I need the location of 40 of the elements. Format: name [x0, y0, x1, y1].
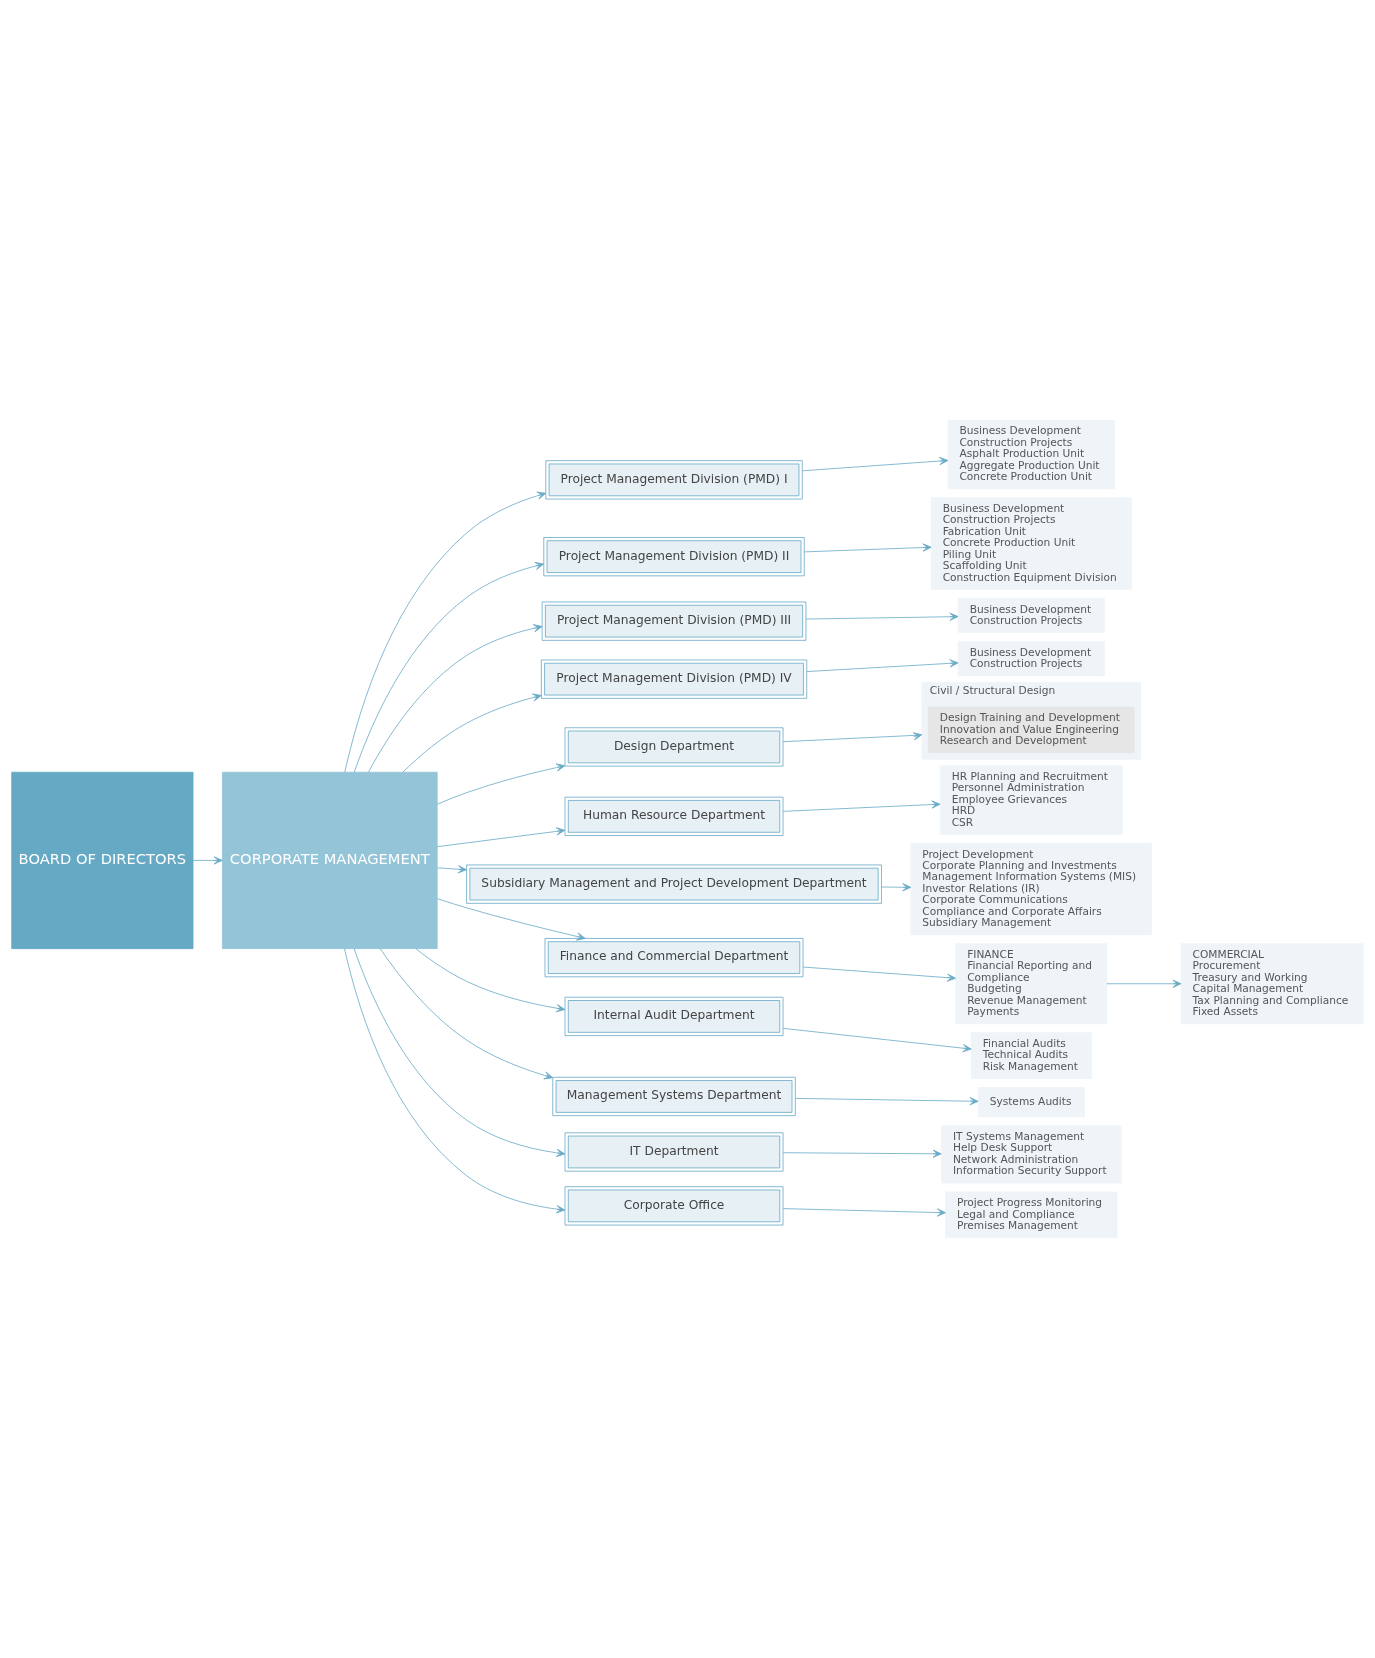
- arrow: [806, 659, 959, 672]
- arrow: [437, 898, 586, 941]
- arrow: [881, 883, 912, 892]
- arrow: [782, 732, 923, 743]
- arrow: [782, 1027, 972, 1053]
- arrow: [368, 624, 543, 773]
- node-box: Business Development Construction Projects Fabrication Unit Concrete Production Unit Piling Unit Scaffolding Unit Construction Equipment Division: [930, 497, 1132, 590]
- arrow: [805, 612, 959, 621]
- arrow: [344, 491, 547, 773]
- arrow: [1106, 979, 1182, 988]
- node-box: Business Development Construction Projects: [957, 641, 1105, 677]
- arrow: [795, 1097, 979, 1106]
- node-box: IT Systems Management Help Desk Support Network Administration Information Security Support: [941, 1125, 1122, 1184]
- arrow: [192, 856, 223, 865]
- node-box: HR Planning and Recruitment Personnel Administration Employee Grievances HRD CSR: [939, 765, 1123, 835]
- arrow: [782, 1208, 946, 1217]
- arrow: [415, 948, 566, 1013]
- arrow: [802, 456, 949, 472]
- arrow: [353, 562, 545, 773]
- arrow: [802, 966, 956, 982]
- node-box: FINANCE Financial Reporting and Compliance Budgeting Revenue Management Payments: [955, 943, 1108, 1025]
- arrow: [402, 693, 542, 773]
- node-box: Project Progress Monitoring Legal and Compliance Premises Management: [945, 1191, 1118, 1239]
- node-box: COMMERCIAL Procurement Treasury and Working Capital Management Tax Planning and Compliance Fixed Assets: [1180, 943, 1364, 1025]
- arrow: [379, 948, 554, 1080]
- node-box: Project Development Corporate Planning and Investments Management Information Systems (MIS) Investor Relations (IR) Corporate Communications Compliance and Corporate Affairs Subsidiary Management: [910, 842, 1153, 936]
- node-box: Business Development Construction Projects: [957, 597, 1105, 633]
- arrow: [437, 763, 566, 805]
- arrow: [804, 543, 932, 553]
- node-box: BOARD OF DIRECTORS: [11, 771, 194, 950]
- node-box: Systems Audits: [977, 1087, 1085, 1118]
- node-box: CORPORATE MANAGEMENT: [222, 771, 438, 950]
- arrow: [436, 827, 566, 848]
- node-box: Business Development Construction Projects Asphalt Production Unit Aggregate Production Unit Concrete Production Unit: [947, 419, 1115, 490]
- node-box: Financial Audits Technical Audits Risk Management: [970, 1032, 1092, 1079]
- arrow: [436, 865, 467, 874]
- arrow: [782, 800, 941, 812]
- arrow: [353, 948, 566, 1157]
- arrow: [344, 948, 566, 1214]
- arrow: [782, 1149, 942, 1158]
